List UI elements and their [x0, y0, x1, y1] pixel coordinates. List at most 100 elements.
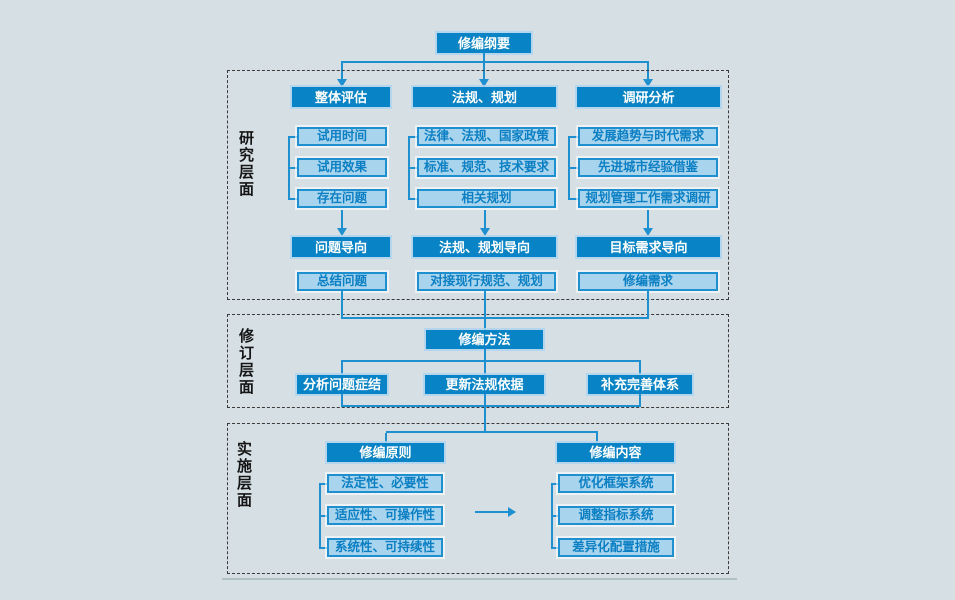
item-label: 发展趋势与时代需求 [591, 129, 705, 144]
bracket-line [551, 515, 558, 517]
connector-line [341, 317, 649, 319]
connector-line [647, 291, 649, 318]
col1-item-box: 存在问题 [297, 189, 387, 208]
connector-line [341, 61, 649, 63]
connector-line [341, 360, 641, 362]
connector-line [647, 210, 649, 228]
arrow-down-icon [643, 228, 653, 236]
connector-line [341, 210, 343, 228]
item-label: 存在问题 [316, 191, 367, 206]
bracket-line [319, 483, 327, 485]
arrow-down-icon [643, 79, 653, 87]
orientation-label: 法规、规划导向 [438, 239, 530, 255]
col2-item-box: 相关规划 [417, 189, 556, 208]
bracket-line [568, 198, 578, 200]
action-label: 更新法规依据 [445, 377, 524, 392]
col3-result-box: 修编需求 [578, 272, 718, 291]
col2-header-label: 法规、规划 [451, 89, 517, 105]
connector-line [341, 405, 641, 407]
bracket-line [408, 167, 417, 169]
col2-item-box: 法律、法规、国家政策 [417, 127, 556, 146]
col1-item-box: 试用时间 [297, 127, 387, 146]
layer-label-research: 研究层面 [237, 130, 254, 198]
bracket-line [319, 515, 327, 517]
bracket-line [408, 136, 417, 138]
bracket-line [319, 547, 327, 549]
principle-item-box: 适应性、可操作性 [327, 506, 443, 525]
content-item-box: 差异化配置措施 [558, 538, 674, 557]
method-label: 修编方法 [458, 332, 511, 347]
contents-header-box: 修编内容 [557, 443, 674, 462]
connector-line [484, 349, 486, 360]
result-label: 对接现行规范、规划 [430, 274, 543, 289]
item-label: 试用效果 [316, 160, 367, 175]
connector-line [341, 362, 343, 375]
col3-header-box: 调研分析 [577, 87, 720, 107]
item-label: 法律、法规、国家政策 [423, 129, 549, 144]
action-label: 分析问题症结 [302, 377, 381, 392]
connector-line [484, 291, 486, 318]
col1-header-label: 整体评估 [314, 89, 367, 105]
connector-line [484, 407, 486, 431]
result-label: 总结问题 [316, 274, 367, 289]
connector-line [484, 362, 486, 375]
connector-line [647, 63, 649, 79]
item-label: 调整指标系统 [578, 508, 654, 523]
col3-orientation-box: 目标需求导向 [577, 237, 720, 257]
item-label: 相关规划 [461, 191, 512, 206]
layer-label-revision: 修订层面 [237, 328, 254, 396]
root-label: 修编纲要 [457, 35, 510, 51]
action-box: 补充完善体系 [588, 375, 692, 394]
bracket-line [568, 136, 578, 138]
col1-item-box: 试用效果 [297, 158, 387, 177]
section-revision-frame [227, 314, 729, 408]
col2-result-box: 对接现行规范、规划 [417, 272, 556, 291]
item-label: 差异化配置措施 [572, 540, 660, 555]
method-box: 修编方法 [426, 330, 543, 349]
connector-line [386, 431, 598, 433]
divider-line [222, 578, 737, 580]
bracket-line [408, 198, 417, 200]
connector-line [639, 394, 641, 405]
item-label: 优化框架系统 [578, 476, 654, 491]
col1-result-box: 总结问题 [297, 272, 387, 291]
connector-line [483, 63, 485, 79]
principle-item-box: 法定性、必要性 [327, 474, 443, 493]
bracket-line [288, 198, 298, 200]
col3-item-box: 规划管理工作需求调研 [578, 189, 718, 208]
item-label: 适应性、可操作性 [334, 508, 435, 523]
col1-header-box: 整体评估 [292, 87, 390, 107]
bracket-line [568, 167, 578, 169]
arrow-down-icon [480, 228, 490, 236]
item-label: 先进城市经验借鉴 [597, 160, 698, 175]
root-box: 修编纲要 [437, 33, 531, 53]
layer-label-implementation: 实施层面 [235, 441, 252, 509]
arrow-right-icon [508, 507, 516, 517]
section-research-frame [227, 70, 729, 300]
col2-header-box: 法规、规划 [413, 87, 556, 107]
item-label: 标准、规范、技术要求 [423, 160, 549, 175]
col3-header-label: 调研分析 [622, 89, 675, 105]
bracket-line [288, 167, 298, 169]
col3-item-box: 先进城市经验借鉴 [578, 158, 718, 177]
item-label: 系统性、可持续性 [334, 540, 435, 555]
principles-header-box: 修编原则 [327, 443, 444, 462]
connector-line [385, 433, 387, 443]
principle-item-box: 系统性、可持续性 [327, 538, 443, 557]
connector-line [484, 394, 486, 405]
arrow-down-icon [479, 79, 489, 87]
bracket-line [551, 483, 558, 485]
col3-item-box: 发展趋势与时代需求 [578, 127, 718, 146]
connector-line [475, 511, 508, 513]
bracket-line [551, 547, 558, 549]
bracket-line [288, 136, 298, 138]
result-label: 修编需求 [622, 274, 673, 289]
item-label: 试用时间 [316, 129, 367, 144]
connector-line [484, 319, 486, 330]
connector-line [341, 291, 343, 318]
action-label: 补充完善体系 [600, 377, 679, 392]
section-implementation-frame [227, 423, 729, 574]
arrow-down-icon [337, 228, 347, 236]
arrow-down-icon [337, 79, 347, 87]
